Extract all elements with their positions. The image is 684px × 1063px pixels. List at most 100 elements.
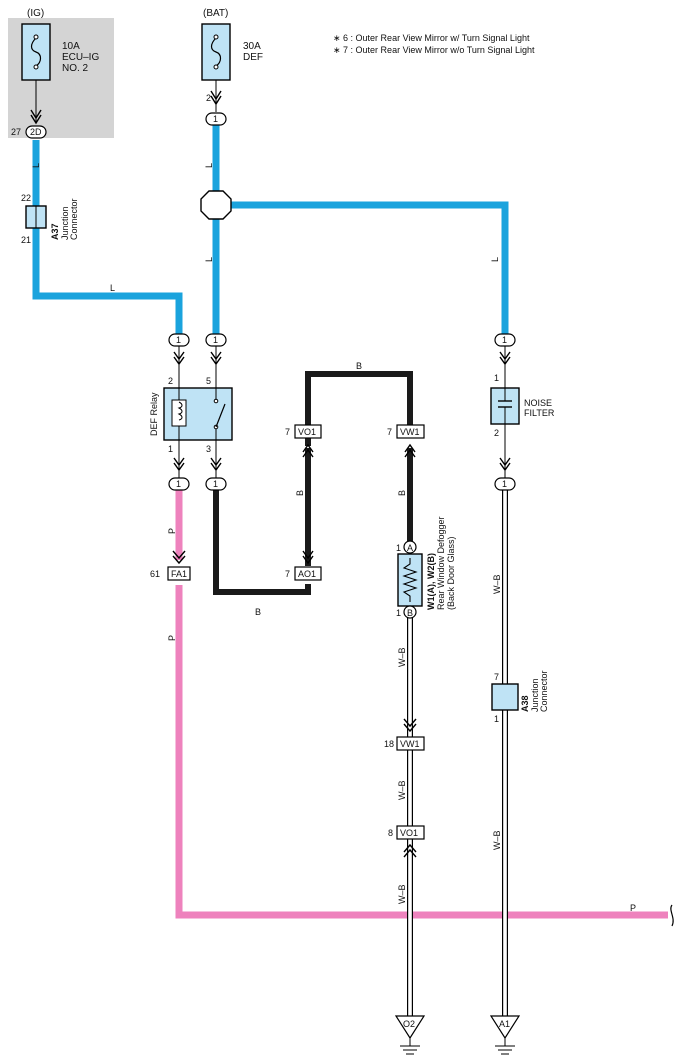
wire-label-wb-4: W–B bbox=[492, 574, 502, 594]
bat-source-label: (BAT) bbox=[203, 8, 228, 19]
fuse-def-line2: DEF bbox=[243, 52, 263, 63]
defogger-pin-bottom: 1 bbox=[396, 608, 401, 618]
splice-point bbox=[200, 190, 232, 220]
svg-text:1: 1 bbox=[502, 479, 507, 489]
svg-text:VO1: VO1 bbox=[400, 828, 418, 838]
svg-text:1: 1 bbox=[213, 114, 218, 124]
connector-relay-3-out: 1 bbox=[205, 477, 227, 491]
connector-vw1-top-pin: 7 bbox=[387, 427, 392, 437]
connector-vo1-top: VO1 bbox=[294, 424, 322, 439]
noise-filter-line1: NOISE bbox=[524, 398, 552, 408]
ground-o2: O2 bbox=[394, 1015, 426, 1055]
a38-line2: Connector bbox=[539, 670, 549, 712]
wire-label-p-3: P bbox=[630, 903, 636, 913]
defogger-pin-b: B bbox=[403, 605, 417, 619]
note-7: ∗ 7 : Outer Rear View Mirror w/o Turn Si… bbox=[333, 45, 535, 55]
svg-text:1: 1 bbox=[502, 335, 507, 345]
a38-code: A38 bbox=[520, 695, 530, 712]
a38-pin-top: 7 bbox=[494, 672, 499, 682]
svg-text:O2: O2 bbox=[403, 1019, 415, 1029]
wire-label-wb-1: W–B bbox=[397, 647, 407, 667]
connector-relay-1-out: 1 bbox=[168, 477, 190, 491]
wire-label-l-1: L bbox=[31, 163, 41, 168]
a37-pin-bottom: 21 bbox=[21, 235, 31, 245]
wire-label-l-5: L bbox=[490, 257, 500, 262]
wire-label-b-vo1: B bbox=[295, 490, 305, 496]
connector-relay-5-in: 1 bbox=[205, 333, 227, 347]
def-relay-pin3: 3 bbox=[206, 444, 211, 454]
fuse-def-line1: 30A bbox=[243, 41, 261, 52]
def-relay-pin5: 5 bbox=[206, 376, 211, 386]
connector-vo1-low-pin: 8 bbox=[388, 828, 393, 838]
connector-vw1-low: VW1 bbox=[396, 736, 425, 751]
fuse-ecu-ig-line3: NO. 2 bbox=[62, 63, 89, 74]
svg-text:FA1: FA1 bbox=[171, 569, 187, 579]
connector-fa1: FA1 bbox=[167, 566, 191, 581]
wire-label-l-4: L bbox=[204, 257, 214, 262]
note-6: ∗ 6 : Outer Rear View Mirror w/ Turn Sig… bbox=[333, 33, 530, 43]
svg-text:VW1: VW1 bbox=[400, 739, 420, 749]
defogger-code: W1(A), W2(B) bbox=[426, 553, 436, 610]
wire-label-p-2: P bbox=[167, 635, 177, 641]
connector-vo1-top-pin: 7 bbox=[285, 427, 290, 437]
ground-a1: A1 bbox=[489, 1015, 521, 1055]
svg-text:1: 1 bbox=[213, 335, 218, 345]
wire-label-b-vw1: B bbox=[397, 490, 407, 496]
def-relay bbox=[163, 387, 233, 441]
continuation-mark bbox=[670, 904, 674, 927]
a38-line1: Junction bbox=[530, 678, 540, 712]
svg-text:VO1: VO1 bbox=[298, 427, 316, 437]
wire-vo1-vw1-black bbox=[305, 371, 413, 446]
connector-vo1-low: VO1 bbox=[396, 825, 425, 840]
connector-noise-filter-out: 1 bbox=[494, 477, 516, 491]
a37-code: A37 bbox=[50, 223, 60, 240]
wire-label-b-top: B bbox=[356, 361, 362, 371]
noise-filter bbox=[490, 387, 520, 425]
wire-label-b-bottom: B bbox=[255, 607, 261, 617]
rear-window-defogger bbox=[397, 553, 423, 607]
def-relay-pin1: 1 bbox=[168, 444, 173, 454]
connector-ao1: AO1 bbox=[294, 566, 322, 581]
wire-label-wb-2: W–B bbox=[397, 780, 407, 800]
a37-pin-top: 22 bbox=[21, 193, 31, 203]
svg-text:AO1: AO1 bbox=[298, 569, 316, 579]
svg-text:VW1: VW1 bbox=[400, 427, 420, 437]
connector-2d-pin: 27 bbox=[11, 127, 21, 137]
fuse-ecu-ig bbox=[21, 23, 51, 81]
connector-bat-1: 1 bbox=[205, 112, 227, 126]
fuse-def-pin: 2 bbox=[206, 93, 211, 103]
fuse-ecu-ig-line2: ECU–IG bbox=[62, 52, 99, 63]
defogger-pin-top: 1 bbox=[396, 543, 401, 553]
fuse-def bbox=[201, 23, 231, 81]
connector-2d: 2D bbox=[25, 125, 47, 139]
wire-label-p-1: P bbox=[167, 528, 177, 534]
a37-line2: Connector bbox=[69, 198, 79, 240]
svg-text:1: 1 bbox=[176, 335, 181, 345]
defogger-line2: (Back Door Glass) bbox=[446, 536, 456, 610]
ig-source-label: (IG) bbox=[27, 8, 44, 19]
connector-vw1-low-pin: 18 bbox=[384, 739, 394, 749]
a38-pin-bottom: 1 bbox=[494, 714, 499, 724]
svg-text:A1: A1 bbox=[499, 1019, 510, 1029]
svg-text:2D: 2D bbox=[30, 127, 42, 137]
svg-text:A: A bbox=[407, 543, 413, 553]
defogger-pin-a: A bbox=[403, 540, 417, 554]
fuse-ecu-ig-line1: 10A bbox=[62, 41, 80, 52]
def-relay-pin2: 2 bbox=[168, 376, 173, 386]
wire-label-wb-5: W–B bbox=[492, 830, 502, 850]
connector-ao1-pin: 7 bbox=[285, 569, 290, 579]
junction-connector-a38 bbox=[491, 683, 519, 711]
svg-text:1: 1 bbox=[213, 479, 218, 489]
svg-text:B: B bbox=[407, 608, 413, 618]
connector-noise-filter-in: 1 bbox=[494, 333, 516, 347]
connector-relay-2-in: 1 bbox=[168, 333, 190, 347]
wire-relay-out-black bbox=[213, 490, 311, 595]
svg-text:1: 1 bbox=[176, 479, 181, 489]
noise-filter-pin-bottom: 2 bbox=[494, 428, 499, 438]
connector-vw1-top: VW1 bbox=[396, 424, 425, 439]
connector-fa1-pin: 61 bbox=[150, 569, 160, 579]
wire-label-l-2: L bbox=[110, 283, 115, 293]
wire-noise-filter-feed bbox=[231, 201, 509, 340]
a37-line1: Junction bbox=[60, 206, 70, 240]
